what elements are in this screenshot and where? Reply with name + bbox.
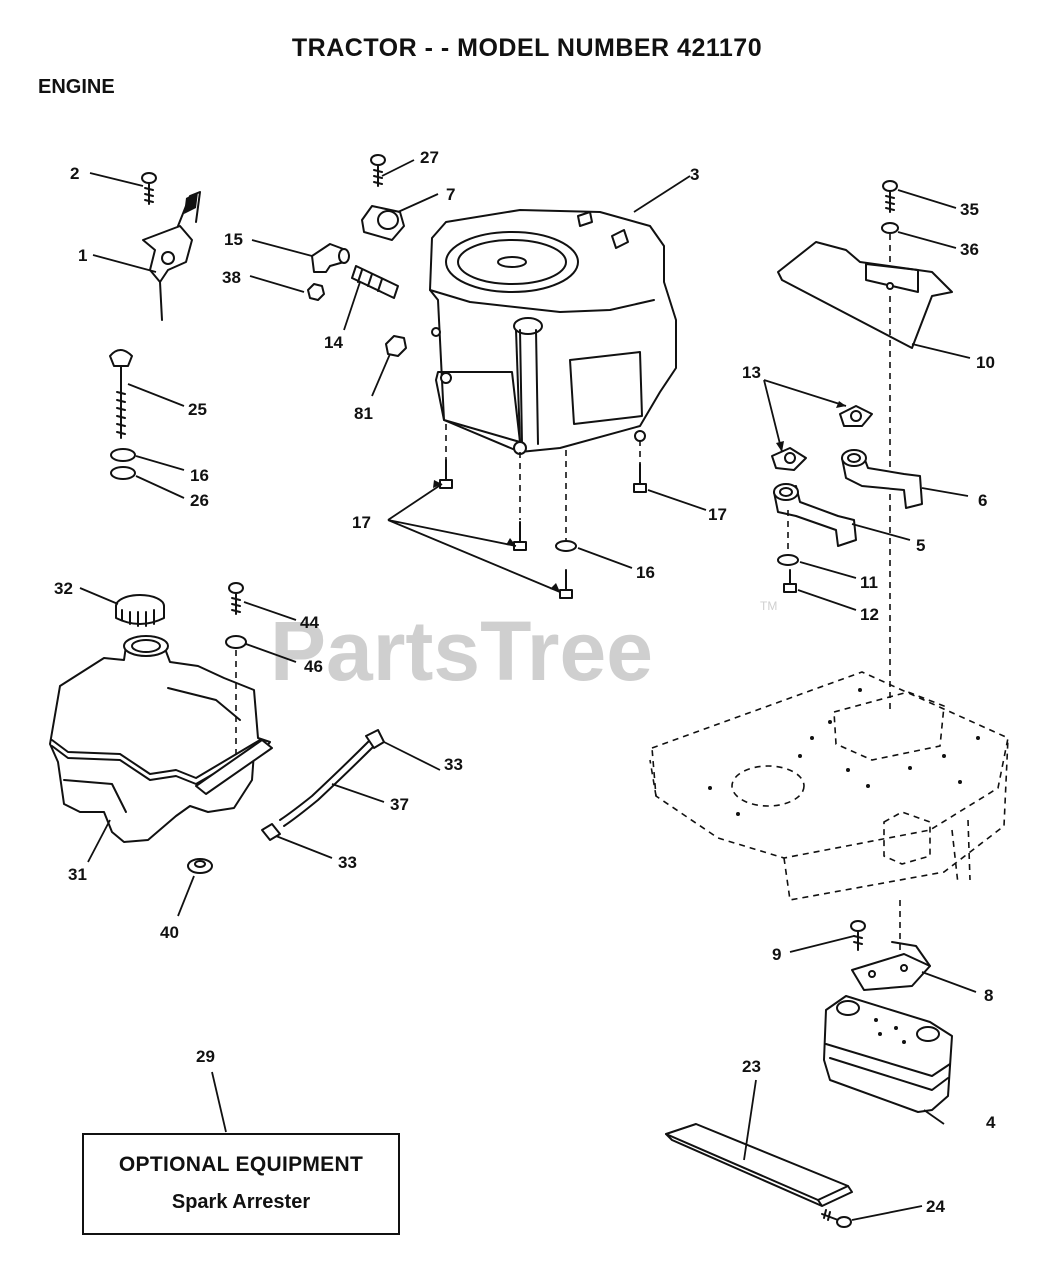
callout-label-16-left: 16 [190, 466, 209, 485]
callout-label-6: 6 [978, 491, 987, 510]
callout-label-14: 14 [324, 333, 343, 352]
fuel-line-37 [279, 739, 377, 827]
callout-label-23: 23 [742, 1057, 761, 1076]
callout-label-9: 9 [772, 945, 781, 964]
callout-label-25: 25 [188, 400, 207, 419]
fuel-tank-31 [49, 635, 273, 843]
tube-14 [351, 265, 399, 299]
callout-label-17-right: 17 [708, 505, 727, 524]
callout-label-1: 1 [78, 246, 87, 265]
callout-label-27: 27 [420, 148, 439, 167]
optional-equipment-heading: OPTIONAL EQUIPMENT [118, 1153, 364, 1176]
callout-label-16-engine: 16 [636, 563, 655, 582]
callout-label-10: 10 [976, 353, 995, 372]
tractor-frame [649, 671, 1009, 901]
callout-label-33-bottom: 33 [338, 853, 357, 872]
page-title: TRACTOR - - MODEL NUMBER 421170 [291, 34, 763, 62]
callout-label-17-left: 17 [352, 513, 371, 532]
washer-26 [110, 466, 136, 480]
screw-44 [228, 582, 244, 615]
bolt-25 [109, 349, 133, 439]
muffler-4 [823, 995, 953, 1113]
heat-shield-plate-23 [665, 1123, 853, 1207]
callout-label-81: 81 [354, 404, 373, 423]
callout-label-7: 7 [446, 185, 455, 204]
elbow-fitting-15 [311, 243, 350, 273]
callout-label-37: 37 [390, 795, 409, 814]
callout-leaders [79, 159, 977, 1221]
callout-label-24: 24 [926, 1197, 945, 1216]
engine-bolt-17-b [513, 521, 527, 551]
callout-label-33-top: 33 [444, 755, 463, 774]
callout-label-32: 32 [54, 579, 73, 598]
screw-2 [141, 172, 157, 205]
engine-bolt-17-d [633, 463, 647, 493]
screw-9 [850, 920, 866, 951]
callout-label-13: 13 [742, 363, 761, 382]
nut-81 [385, 335, 407, 357]
section-heading: ENGINE [38, 76, 115, 98]
callout-label-8: 8 [984, 986, 993, 1005]
gasket-13-b [839, 405, 873, 427]
fuel-cap-32 [115, 594, 165, 627]
optional-equipment-item: Spark Arrester [171, 1191, 311, 1213]
callout-label-35: 35 [960, 200, 979, 219]
washer-11 [777, 554, 799, 566]
screw-35 [882, 180, 898, 213]
cable-clamp-7 [361, 205, 405, 241]
watermark-tm: TM [760, 599, 777, 613]
screw-24 [821, 1209, 852, 1228]
engine-3 [429, 209, 677, 455]
callout-label-38: 38 [222, 268, 241, 287]
exhaust-pipe-6 [841, 449, 923, 509]
washer-16-left [110, 448, 136, 462]
hose-clamp-33-top [365, 729, 385, 749]
optional-equipment-box: OPTIONAL EQUIPMENT Spark Arrester [82, 1133, 400, 1235]
hose-clamp-33-bottom [261, 823, 281, 841]
callout-label-12: 12 [860, 605, 879, 624]
nut-12 [783, 569, 797, 593]
callout-label-44: 44 [300, 613, 319, 632]
callout-label-15: 15 [224, 230, 243, 249]
nut-38 [307, 283, 325, 301]
washer-36 [881, 222, 899, 234]
callout-label-26: 26 [190, 491, 209, 510]
callout-label-3: 3 [690, 165, 699, 184]
heat-shield-10 [777, 241, 953, 349]
grommet-40 [187, 858, 213, 874]
gasket-13-a [771, 447, 807, 471]
engine-bolt-17-c [559, 569, 573, 599]
callout-label-29: 29 [196, 1047, 215, 1066]
callout-label-5: 5 [916, 536, 925, 555]
washer-16-engine [555, 540, 577, 552]
washer-46 [225, 635, 247, 649]
callout-label-11: 11 [860, 573, 878, 592]
throttle-bracket-part [142, 191, 201, 321]
callout-label-31: 31 [68, 865, 87, 884]
watermark-text: PartsTree [270, 604, 653, 698]
callout-label-2: 2 [70, 164, 79, 183]
screw-27 [370, 154, 386, 187]
callout-label-4: 4 [986, 1113, 996, 1132]
callout-label-40: 40 [160, 923, 179, 942]
callout-label-46: 46 [304, 657, 323, 676]
exhaust-pipe-5 [773, 483, 857, 547]
muffler-bracket-8 [851, 941, 931, 991]
callout-label-36: 36 [960, 240, 979, 259]
